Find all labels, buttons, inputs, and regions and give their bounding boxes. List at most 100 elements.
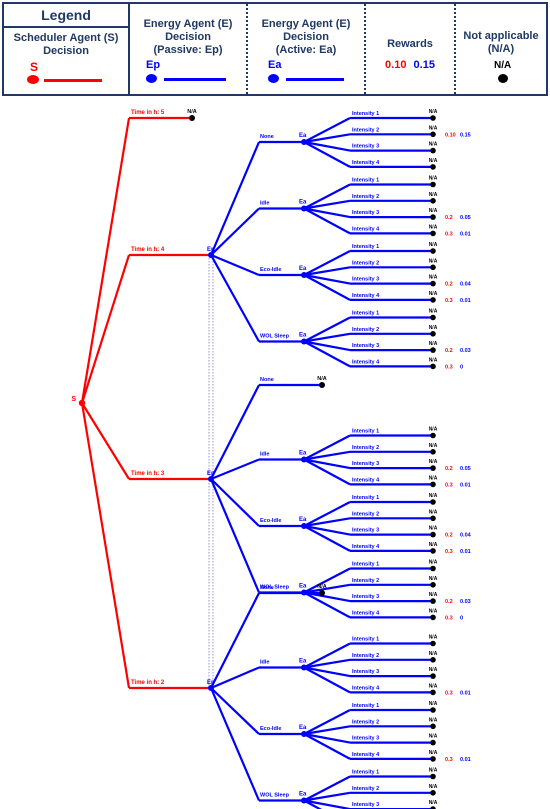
legend-passive-dot <box>146 74 157 83</box>
na-label-time-5: N/A <box>187 109 197 115</box>
intensity-label-2-none-4: Intensity 2 <box>352 127 379 133</box>
na-node-int4-idle-3 <box>430 481 436 488</box>
legend-active-symbol: Ea <box>268 59 282 71</box>
reward-blue-int3-eco-idle-3: 0.04 <box>460 533 472 539</box>
na-label-int3-idle-4: N/A <box>429 208 438 214</box>
reward-blue-int4-eco-idle-2: 0.01 <box>460 757 471 763</box>
intensity-label-2-wol-sleep-3: Intensity 2 <box>352 578 379 584</box>
reward-red-int3-wol-sleep-3: 0.2 <box>445 599 453 605</box>
ea-edge-int3-eco-idle-4 <box>303 273 351 285</box>
na-node-int2-idle-4 <box>430 198 436 204</box>
legend-passive-symbol: Ep <box>146 59 161 71</box>
option-label-eco-idle-3: Eco-Idle <box>260 518 281 524</box>
reward-blue-int4-wol-sleep-4: 0 <box>460 364 463 370</box>
intensity-label-4-eco-idle-3: Intensity 4 <box>352 544 380 550</box>
reward-blue-int4-idle-3: 0.01 <box>460 482 471 488</box>
ep-edge-wol-sleep-2 <box>209 687 261 801</box>
na-node-int2-none-4 <box>430 131 436 138</box>
ea-edge-int4-eco-idle-3 <box>303 525 351 552</box>
na-node-int3-eco-idle-2 <box>430 739 436 746</box>
legend-scheduler-cell: Legend Scheduler Agent (S) Decision S <box>4 4 128 94</box>
na-label-int2-idle-4: N/A <box>429 192 438 198</box>
intensity-label-4-eco-idle-2: Intensity 4 <box>352 752 380 758</box>
na-label-int4-eco-idle-4: N/A <box>429 291 438 297</box>
ea-edge-int2-wol-sleep-4 <box>303 332 351 343</box>
na-node-int4-eco-idle-4 <box>430 297 436 303</box>
intensity-label-1-wol-sleep-3: Intensity 1 <box>352 562 379 568</box>
na-node-int3-wol-sleep-4 <box>430 347 436 353</box>
ea-edge-int1-idle-4 <box>303 183 351 210</box>
intensity-label-2-wol-sleep-2: Intensity 2 <box>352 786 379 792</box>
na-node-int2-idle-2 <box>430 657 436 663</box>
legend-scheduler-symbol-row: S <box>4 58 128 88</box>
reward-blue-int3-wol-sleep-3: 0.03 <box>460 599 471 605</box>
ea-edge-int2-none-4 <box>303 133 351 144</box>
na-label-int3-wol-sleep-4: N/A <box>429 341 438 347</box>
legend-na-line2: (N/A) <box>487 43 515 55</box>
ea-edge-int1-eco-idle-4 <box>303 250 351 276</box>
legend-rewards-title: Rewards <box>387 38 433 50</box>
intensity-label-3-idle-2: Intensity 3 <box>352 669 379 675</box>
na-label-int2-wol-sleep-2: N/A <box>429 784 438 790</box>
na-node-int4-eco-idle-3 <box>430 548 436 554</box>
intensity-label-2-idle-3: Intensity 2 <box>352 445 379 451</box>
na-node-int1-none-4 <box>430 115 436 121</box>
na-node-int4-wol-sleep-3 <box>430 614 436 621</box>
na-node-int4-eco-idle-2 <box>430 756 436 762</box>
intensity-label-3-wol-sleep-4: Intensity 3 <box>352 343 379 349</box>
intensity-label-1-idle-4: Intensity 1 <box>352 178 379 184</box>
na-node-int1-wol-sleep-3 <box>430 565 436 572</box>
option-label-none-4: None <box>260 134 274 140</box>
ea-edge-int1-eco-idle-3 <box>303 501 351 527</box>
legend-passive-symbol-row: Ep <box>130 57 246 87</box>
legend-active-cell: Energy Agent (E) Decision (Active: Ea) E… <box>246 4 364 94</box>
intensity-label-1-none-4: Intensity 1 <box>352 111 379 117</box>
ep-edge-idle-3 <box>210 458 260 481</box>
ea-edge-int3-eco-idle-3 <box>303 524 351 536</box>
intensity-label-2-eco-idle-4: Intensity 2 <box>352 260 379 266</box>
legend-scheduler-symbol: S <box>30 60 39 74</box>
legend-reward-blue: 0.15 <box>413 59 435 71</box>
legend-active-dot <box>268 74 279 83</box>
ea-edge-int2-idle-4 <box>303 199 351 210</box>
ea-edge-int1-wol-sleep-3 <box>303 567 351 594</box>
legend-rewards-cell: Rewards 0.10 0.15 <box>364 4 454 94</box>
reward-red-int4-eco-idle-4: 0.3 <box>445 298 453 304</box>
na-label-int2-eco-idle-4: N/A <box>429 258 438 264</box>
reward-red-int4-idle-2: 0.3 <box>445 690 453 696</box>
ea-label-wol-sleep-3: Ea <box>299 584 307 590</box>
reward-red-int3-eco-idle-4: 0.2 <box>445 282 453 288</box>
na-node-none-3 <box>319 382 325 388</box>
ea-edge-int4-idle-4 <box>303 207 351 235</box>
time-label-2: Time in h: 2 <box>131 680 165 686</box>
ea-label-idle-3: Ea <box>299 451 307 457</box>
ea-label-eco-idle-4: Ea <box>299 266 307 272</box>
reward-red-int3-idle-3: 0.2 <box>445 466 453 472</box>
reward-blue-int4-eco-idle-4: 0.01 <box>460 298 471 304</box>
reward-blue-int3-eco-idle-4: 0.04 <box>460 282 472 288</box>
ea-edge-int2-eco-idle-2 <box>303 725 351 736</box>
intensity-label-3-idle-4: Intensity 3 <box>352 210 379 216</box>
na-node-int3-eco-idle-3 <box>430 531 436 538</box>
reward-blue-int3-idle-4: 0.05 <box>460 215 471 221</box>
ep-edge-idle-2 <box>210 666 260 690</box>
ep-edge-eco-idle-4 <box>210 253 260 277</box>
option-label-none-2: None <box>260 585 274 591</box>
option-label-eco-idle-4: Eco-Idle <box>260 267 281 273</box>
reward-blue-int2-none-4: 0.15 <box>460 132 471 138</box>
na-label-int1-idle-4: N/A <box>429 176 438 182</box>
ea-edge-int3-idle-3 <box>303 458 351 470</box>
ea-edge-int3-wol-sleep-2 <box>303 799 351 809</box>
intensity-label-1-eco-idle-3: Intensity 1 <box>352 495 379 501</box>
option-label-wol-sleep-2: WOL Sleep <box>260 793 290 799</box>
intensity-label-3-idle-3: Intensity 3 <box>352 461 379 467</box>
option-label-idle-3: Idle <box>260 452 269 458</box>
reward-red-int4-wol-sleep-4: 0.3 <box>445 364 453 370</box>
ea-edge-int3-eco-idle-2 <box>303 732 351 744</box>
ep-edge-wol-sleep-3 <box>209 478 261 593</box>
na-node-time-5 <box>189 115 195 121</box>
na-label-int1-eco-idle-4: N/A <box>429 242 438 248</box>
legend-active-line <box>286 78 344 81</box>
reward-blue-int4-idle-4: 0.01 <box>460 231 471 237</box>
